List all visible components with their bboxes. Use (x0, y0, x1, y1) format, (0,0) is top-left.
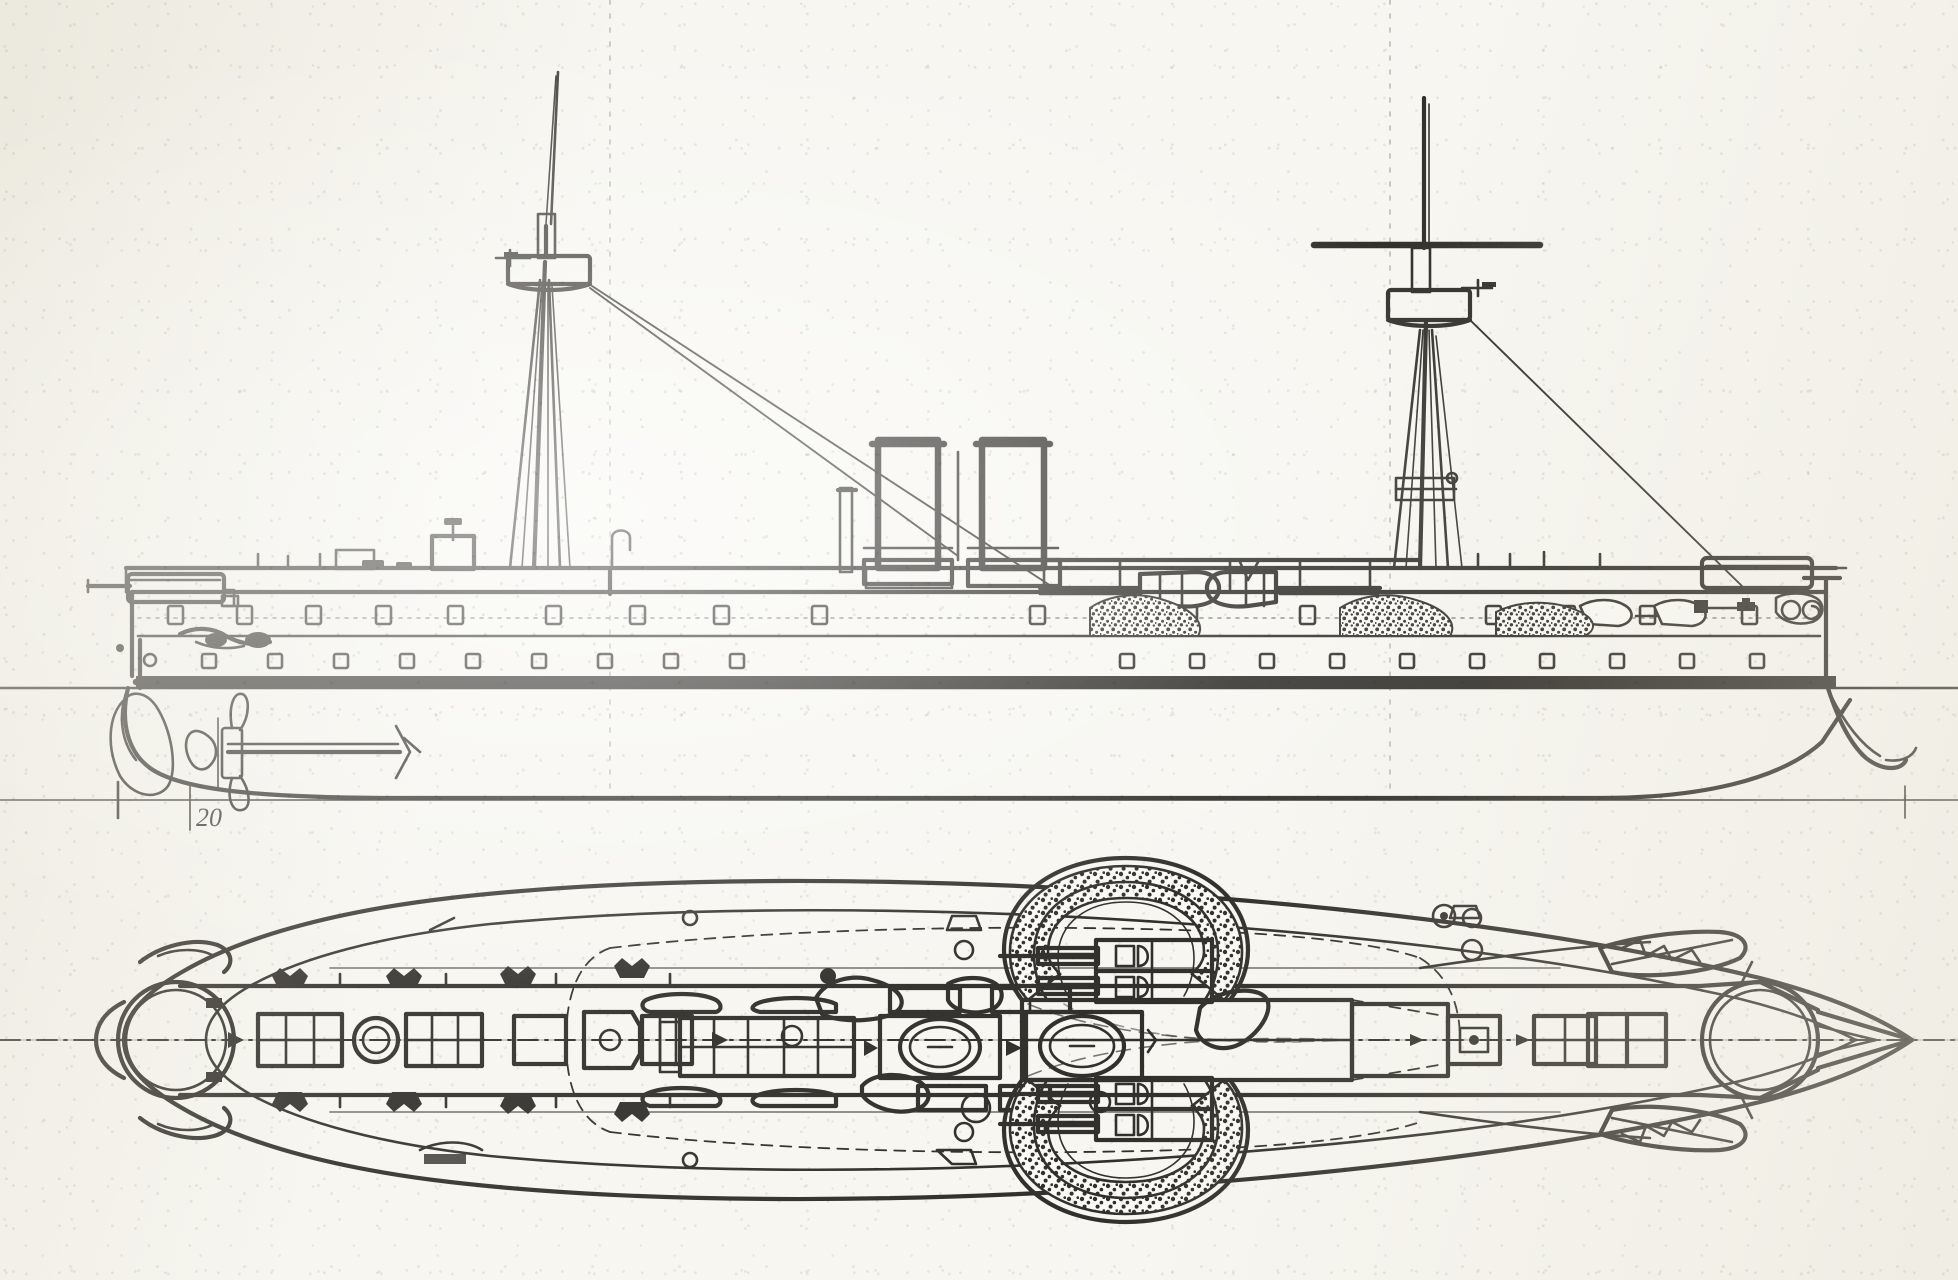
scuttle-row-lower (116, 644, 1766, 670)
main-gun-forward-side (1037, 569, 1222, 637)
deck-fittings-aft (256, 518, 632, 597)
aft-capstan (429, 518, 477, 572)
side-elevation-view: 20 (0, 70, 1958, 832)
funnel-forward (965, 436, 1063, 589)
deck-plan-view (0, 855, 1958, 1225)
funnel-assembly (835, 436, 1063, 590)
foremast-assembly (494, 70, 593, 571)
main-gun-aft-side (1204, 569, 1454, 637)
plan-anchor-port (1597, 1104, 1748, 1153)
plan-capstan-aft (581, 1009, 695, 1071)
armour-belt (132, 676, 1836, 689)
bulwark-line (123, 565, 1839, 594)
grating-aft-2 (403, 1011, 485, 1069)
plan-turret-port (997, 1075, 1251, 1225)
plan-boats-port (640, 1072, 1053, 1124)
plan-turret-starboard (997, 855, 1251, 1005)
anchor-fitting (1774, 592, 1824, 625)
skylight-grating (658, 1015, 857, 1079)
waterline-reference (0, 686, 1958, 831)
plan-bow-detail (1585, 929, 1915, 1153)
grating-aft-1 (255, 1011, 345, 1069)
funnel-aft (861, 436, 955, 590)
plan-midship-fittings (658, 1009, 1158, 1083)
underwater-hull (109, 637, 1853, 812)
hull-side (129, 577, 1918, 771)
scale-label: 20 (196, 803, 222, 832)
rigging-stays (589, 285, 1743, 587)
mainmast-assembly (1310, 95, 1544, 571)
funnel-uptake-aft (864, 1013, 1003, 1081)
plan-boats-starboard (640, 968, 1073, 1023)
stern-anchor-fitting (177, 626, 273, 650)
ventilator-pipe (835, 486, 859, 574)
